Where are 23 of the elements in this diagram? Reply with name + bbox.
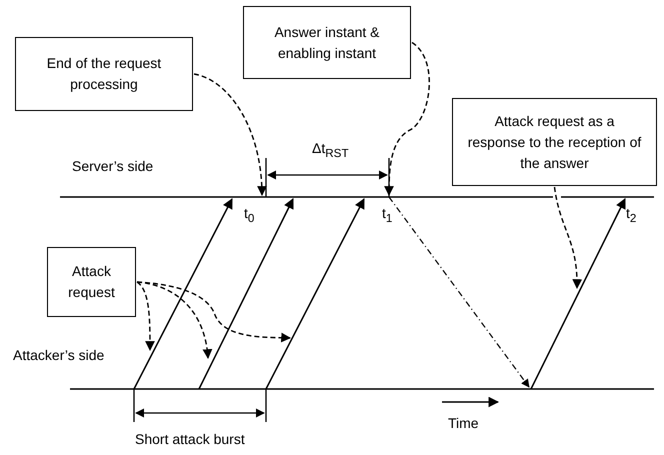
- callout-text: Answer instant & enabling instant: [273, 22, 381, 63]
- time-mark: t$_{2}$: [626, 205, 636, 225]
- callout-text: Attack request as a response to the reception of the answer: [466, 112, 642, 172]
- leader-line: [384, 42, 430, 196]
- time-mark: t$_{0}$: [244, 205, 254, 225]
- callout-text: End of the request processing: [46, 54, 162, 94]
- leader-line: [136, 281, 212, 359]
- time-mark: t$_{1}$: [382, 205, 392, 225]
- callout-box: [452, 98, 657, 186]
- server-timeline: [60, 196, 654, 198]
- leader-line: [194, 73, 267, 196]
- callout-box: [47, 247, 136, 317]
- leader-line: [136, 281, 291, 343]
- callout-box: [243, 6, 411, 79]
- callout-text: Attack request: [67, 262, 116, 302]
- dimension-label: Δt$_{RST}$: [312, 140, 349, 160]
- callout-box: [15, 37, 193, 111]
- axis-label: Time: [448, 415, 479, 431]
- dimension-label: Short attack burst: [135, 431, 245, 447]
- leader-line: [136, 281, 155, 351]
- leader-line: [554, 186, 582, 289]
- axis-label: Attacker’s side: [13, 347, 104, 363]
- axis-label: Server’s side: [72, 158, 154, 174]
